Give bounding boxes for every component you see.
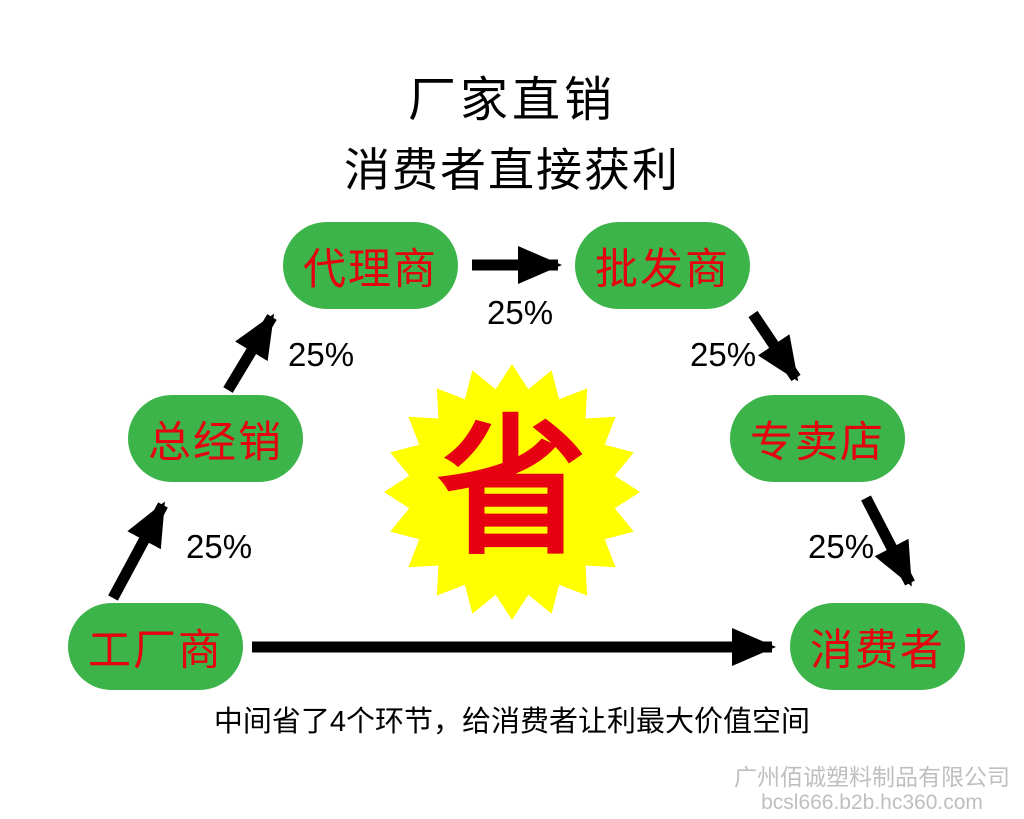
arrow-factory-to-distributor xyxy=(108,501,168,601)
percent-label-distributor-agent: 25% xyxy=(288,336,355,373)
percent-label-factory-distributor: 25% xyxy=(186,528,253,565)
bottom-caption: 中间省了4个环节，给消费者让利最大价值空间 xyxy=(213,706,811,738)
node-factory: 工厂商 xyxy=(68,603,243,690)
percent-label-store-consumer: 25% xyxy=(808,528,875,565)
page-subtitle: 消费者直接获利 xyxy=(344,144,680,196)
node-distributor: 总经销 xyxy=(128,395,303,482)
watermark-company: 广州佰诚塑料制品有限公司 xyxy=(734,764,1010,791)
arrow-store-to-consumer xyxy=(861,495,915,587)
percent-label-wholesaler-store: 25% xyxy=(690,336,757,373)
node-consumer: 消费者 xyxy=(790,603,965,690)
watermark-url: bcsl666.b2b.hc360.com xyxy=(761,790,983,814)
savings-starburst xyxy=(384,364,640,620)
page-title: 厂家直销 xyxy=(407,74,616,127)
node-agent: 代理商 xyxy=(283,222,458,309)
node-wholesaler: 批发商 xyxy=(575,222,750,309)
save-badge-text: 省 xyxy=(436,404,587,572)
watermark: 广州佰诚塑料制品有限公司 bcsl666.b2b.hc360.com xyxy=(734,764,1010,815)
arrow-distributor-to-agent xyxy=(223,313,277,393)
starburst-shape xyxy=(384,364,640,620)
percent-label-agent-wholesaler: 25% xyxy=(487,294,554,331)
arrow-wholesaler-to-store xyxy=(748,310,801,382)
node-store: 专卖店 xyxy=(730,395,905,482)
